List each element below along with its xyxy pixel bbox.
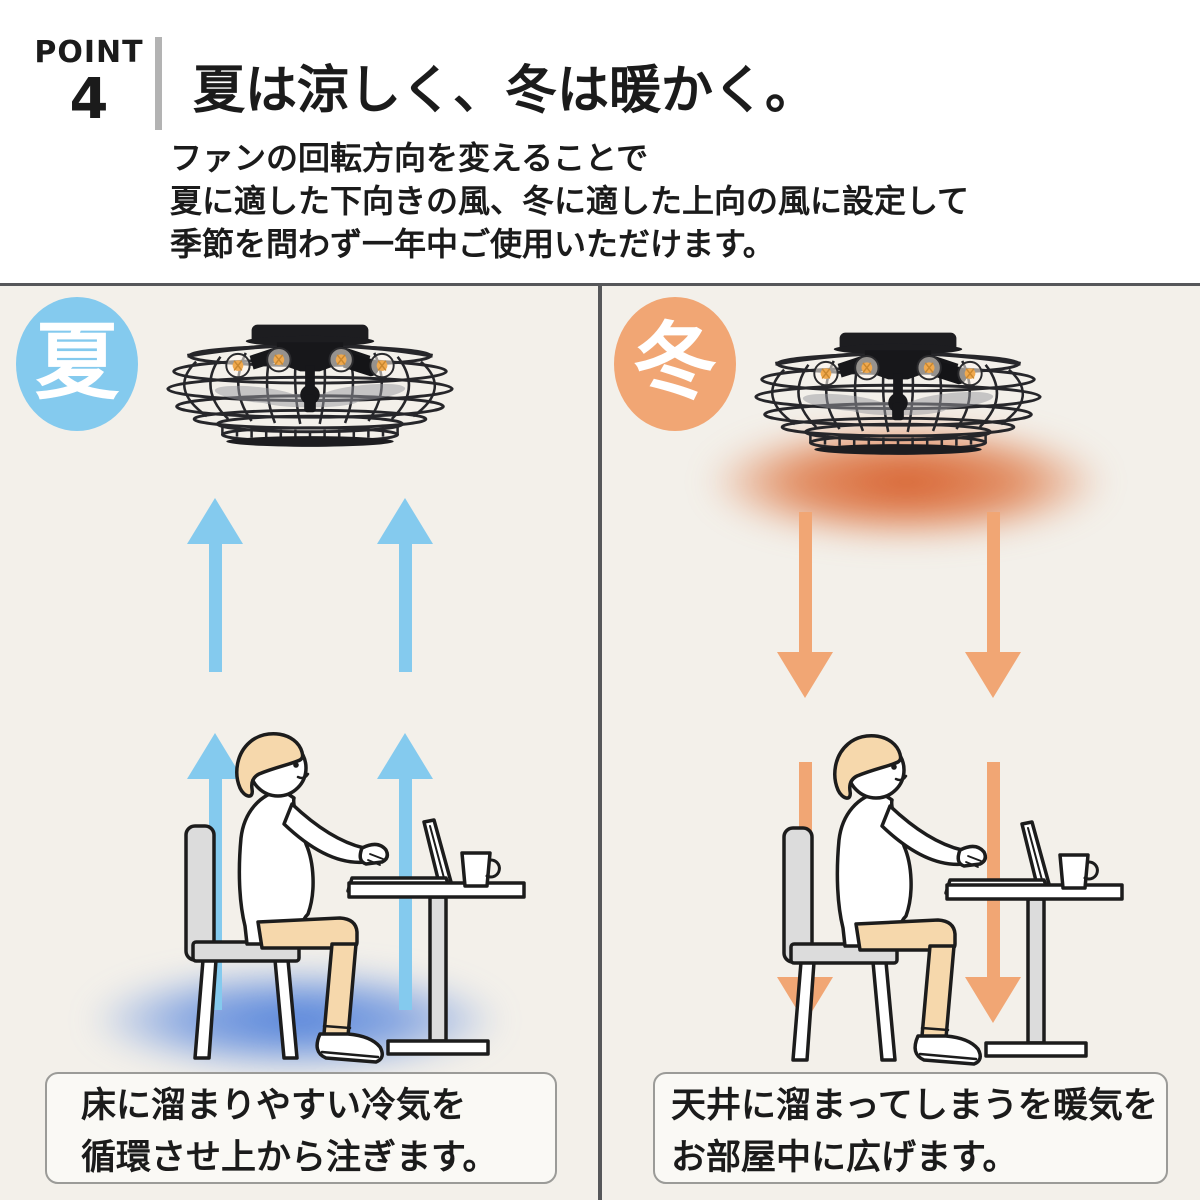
summer-badge-label: 夏 bbox=[34, 313, 119, 411]
airflow-down-arrow bbox=[965, 512, 1021, 698]
caption-line: お部屋中に広げます。 bbox=[671, 1138, 1018, 1178]
ceiling-fan-illustration bbox=[752, 330, 1044, 458]
ceiling-fan-illustration bbox=[164, 322, 456, 450]
winter-panel: 冬 天井に溜まってしまうを暖気を お部屋中に広げます。 bbox=[602, 286, 1200, 1200]
header-section: POINT 4 夏は涼しく、冬は暖かく。 ファンの回転方向を変えることで 夏に適… bbox=[0, 0, 1200, 283]
airflow-up-arrow bbox=[187, 498, 243, 672]
airflow-down-arrow bbox=[777, 512, 833, 698]
description-line: 季節を問わず一年中ご使用いただけます。 bbox=[170, 225, 775, 263]
airflow-down-arrow bbox=[965, 762, 1021, 1023]
winter-badge: 冬 bbox=[614, 297, 736, 431]
summer-panel: 夏 床に溜まりやすい冷気を 循環させ上から注ぎます。 bbox=[0, 286, 598, 1200]
point-divider bbox=[155, 37, 162, 130]
person-at-desk-illustration bbox=[778, 732, 1128, 1067]
description-line: ファンの回転方向を変えることで bbox=[170, 139, 649, 177]
airflow-up-arrow bbox=[377, 498, 433, 672]
person-at-desk-illustration bbox=[180, 730, 530, 1065]
caption-line: 天井に溜まってしまうを暖気を bbox=[671, 1086, 1158, 1126]
panel-divider bbox=[598, 283, 602, 1200]
caption-line: 循環させ上から注ぎます。 bbox=[81, 1138, 498, 1178]
feature-description: ファンの回転方向を変えることで 夏に適した下向きの風、冬に適した上向の風に設定し… bbox=[170, 137, 969, 266]
summer-badge: 夏 bbox=[16, 297, 138, 431]
winter-badge-label: 冬 bbox=[632, 313, 717, 411]
summer-caption-box: 床に溜まりやすい冷気を 循環させ上から注ぎます。 bbox=[45, 1072, 557, 1184]
caption-line: 床に溜まりやすい冷気を bbox=[81, 1086, 467, 1126]
page-title: 夏は涼しく、冬は暖かく。 bbox=[193, 61, 818, 121]
point-badge: POINT 4 bbox=[34, 38, 144, 128]
winter-caption-box: 天井に溜まってしまうを暖気を お部屋中に広げます。 bbox=[653, 1072, 1168, 1184]
point-number: 4 bbox=[69, 67, 109, 132]
description-line: 夏に適した下向きの風、冬に適した上向の風に設定して bbox=[170, 182, 970, 220]
point-label: POINT bbox=[34, 35, 144, 70]
